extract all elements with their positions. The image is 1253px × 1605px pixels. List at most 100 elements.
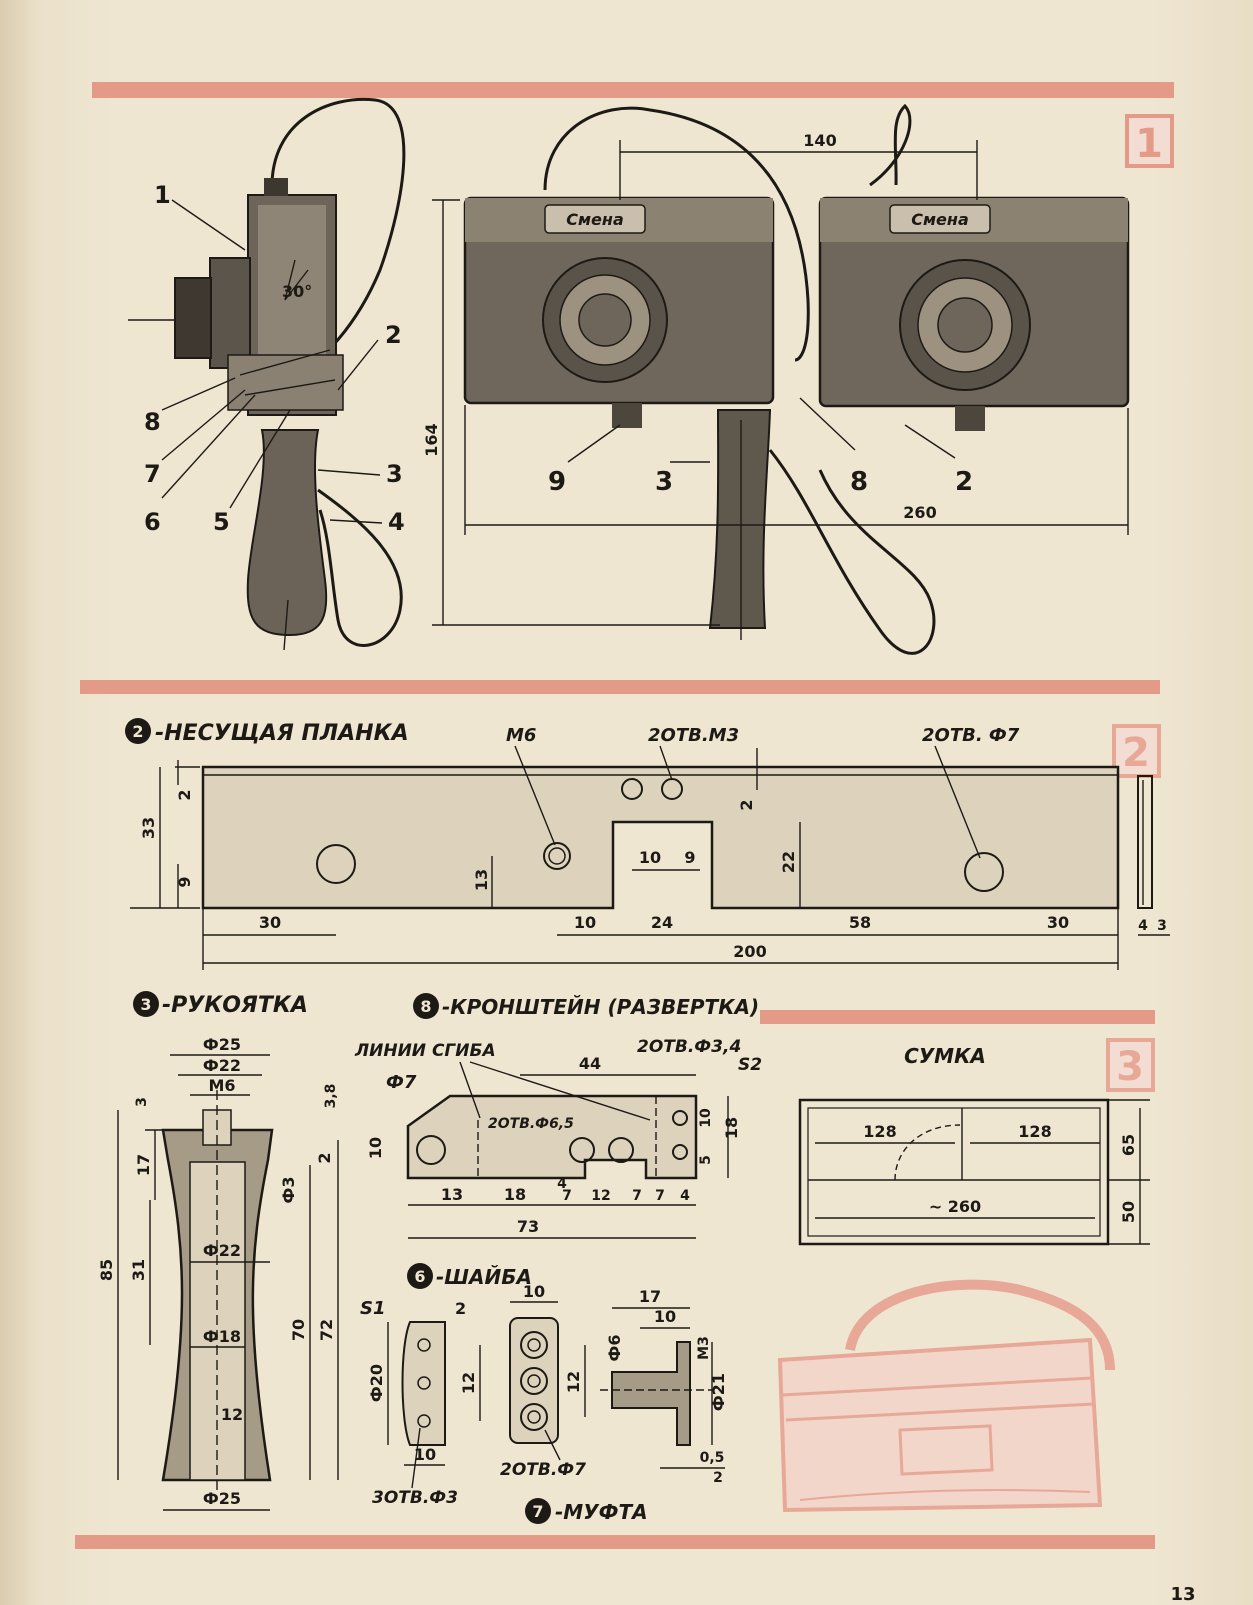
callout-9: 9 [548, 467, 566, 497]
washer-title-number: 6 [414, 1267, 425, 1286]
dim-33: 33 [139, 817, 158, 839]
coupling-drawing: 17 10 Ф6 М3 Ф21 0,5 2 7 -МУФТА [525, 1287, 728, 1524]
dim-m3-coupling: М3 [696, 1336, 712, 1360]
dim-13-bracket: 13 [441, 1185, 463, 1204]
dim-5: 5 [698, 1155, 714, 1165]
washer-title: -ШАЙБА [436, 1265, 532, 1289]
dim-9-inner: 9 [684, 848, 695, 867]
page-number: 13 [1170, 1584, 1195, 1605]
side-view-camera: 30° 1 2 3 4 5 6 7 8 [128, 97, 406, 651]
dim-phi6: Ф6 [605, 1335, 624, 1362]
dim-phi3: Ф3 [279, 1177, 298, 1204]
panel-3-badge: 3 [1106, 1038, 1155, 1092]
dim-164: 164 [422, 423, 441, 456]
callout-7: 7 [144, 460, 161, 488]
dim-18-bottom: 18 [504, 1185, 526, 1204]
dim-10-bracket-left: 10 [366, 1137, 385, 1159]
label-2holes-phi3-4: 2ОТВ.Ф3,4 [637, 1037, 741, 1057]
bag-title: СУМКА [904, 1044, 986, 1068]
dim-m6: М6 [208, 1076, 235, 1095]
callout-8: 8 [144, 408, 161, 436]
dim-2-washer: 2 [455, 1299, 466, 1318]
dim-22: 22 [779, 851, 798, 873]
bracket-drawing: 8 -КРОНШТЕЙН (РАЗВЕРТКА) ЛИНИИ СГИБА Ф7 … [354, 993, 762, 1239]
bottom-red-bar [75, 1535, 1155, 1549]
dim-10-spacer: 10 [523, 1282, 545, 1301]
dim-260: 260 [903, 503, 936, 522]
callout-4: 4 [388, 508, 405, 536]
handle-drawing: 3 -РУКОЯТКА Ф25 Ф22 М6 3 3,8 17 2 Ф3 85 … [97, 991, 339, 1511]
bag-illustration [777, 1279, 1115, 1513]
dim-phi21: Ф21 [709, 1373, 728, 1411]
dim-12-handle: 12 [221, 1405, 243, 1424]
carrier-plate-drawing: 2 -НЕСУЩАЯ ПЛАНКА М6 2ОТВ.М3 2ОТВ. Ф7 33… [125, 718, 1170, 970]
bag-red-bar [760, 1010, 1155, 1024]
dim-140: 140 [803, 131, 836, 150]
dim-phi18: Ф18 [203, 1327, 241, 1346]
dim-30-right: 30 [1047, 913, 1069, 932]
coupling-title: -МУФТА [555, 1500, 648, 1524]
dim-13: 13 [472, 869, 491, 891]
callout-3-front: 3 [655, 467, 673, 497]
dim-9: 9 [175, 876, 194, 887]
label-2holes-phi7: 2ОТВ. Ф7 [922, 725, 1020, 746]
dim-phi7-bracket: Ф7 [386, 1072, 417, 1093]
washer-drawing: 6 -ШАЙБА S1 2 Ф20 12 10 3ОТВ.Ф3 [360, 1263, 532, 1508]
dim-4-bracket: 4 [557, 1176, 567, 1192]
dim-phi20: Ф20 [367, 1364, 386, 1402]
panel-2-badge: 2 [1112, 724, 1161, 778]
label-s2: S2 [738, 1055, 762, 1075]
dim-128-left: 128 [863, 1122, 896, 1141]
label-m6: М6 [506, 725, 536, 746]
dim-0-5: 0,5 [700, 1450, 725, 1466]
dim-phi25-bottom: Ф25 [203, 1489, 241, 1508]
dim-44: 44 [579, 1054, 601, 1073]
dim-3-8: 3,8 [323, 1084, 339, 1109]
dim-10-bracket-right: 10 [698, 1108, 714, 1128]
label-2holes-m3: 2ОТВ.М3 [648, 725, 739, 746]
dim-10: 10 [574, 913, 596, 932]
front-handle [708, 409, 772, 629]
dim-2-handle: 2 [315, 1152, 334, 1163]
bracket-title-number: 8 [420, 997, 431, 1016]
dim-2b: 2 [737, 799, 756, 810]
dim-30-left: 30 [259, 913, 281, 932]
handle-title-number: 3 [140, 995, 151, 1014]
label-fold-lines: ЛИНИИ СГИБА [354, 1041, 496, 1061]
dim-7-b: 7 [632, 1188, 642, 1204]
dim-73: 73 [517, 1217, 539, 1236]
dim-7-c: 7 [655, 1188, 665, 1204]
dim-3: 3 [1157, 918, 1167, 934]
dim-7-a: 7 [562, 1188, 572, 1204]
dim-phi25-top: Ф25 [203, 1035, 241, 1054]
dim-2: 2 [175, 789, 194, 800]
dim-65: 65 [1119, 1134, 1138, 1156]
coupling-title-number: 7 [532, 1502, 543, 1521]
label-2holes-phi7-spacer: 2ОТВ.Ф7 [500, 1460, 586, 1480]
dim-18-right: 18 [722, 1117, 741, 1139]
dim-4: 4 [1138, 918, 1148, 934]
dim-12-washer: 12 [459, 1372, 478, 1394]
dim-phi22: Ф22 [203, 1241, 241, 1260]
top-red-bar [92, 82, 1174, 98]
right-brand-plate: Смена [911, 210, 969, 229]
front-view-stereo-rig: Смена Смена 140 164 260 [422, 103, 1130, 655]
dim-31: 31 [129, 1259, 148, 1281]
dim-72: 72 [317, 1319, 336, 1341]
dim-50: 50 [1119, 1201, 1138, 1223]
callout-1: 1 [154, 181, 171, 209]
dim-3-handle: 3 [134, 1097, 150, 1107]
angle-label: 30° [282, 282, 312, 301]
label-s1: S1 [360, 1298, 386, 1319]
callout-8-front: 8 [850, 467, 868, 497]
bracket-outline [406, 1094, 698, 1180]
panel-2-number: 2 [1122, 730, 1150, 776]
callout-2: 2 [385, 321, 402, 349]
label-2holes-phi6-5: 2ОТВ.Ф6,5 [488, 1116, 574, 1132]
dim-70: 70 [289, 1319, 308, 1341]
dim-200: 200 [733, 942, 766, 961]
dim-17-coupling: 17 [639, 1287, 661, 1306]
bag-drawing: СУМКА 128 128 ~ 260 65 50 [798, 1044, 1150, 1246]
callout-6: 6 [144, 508, 161, 536]
